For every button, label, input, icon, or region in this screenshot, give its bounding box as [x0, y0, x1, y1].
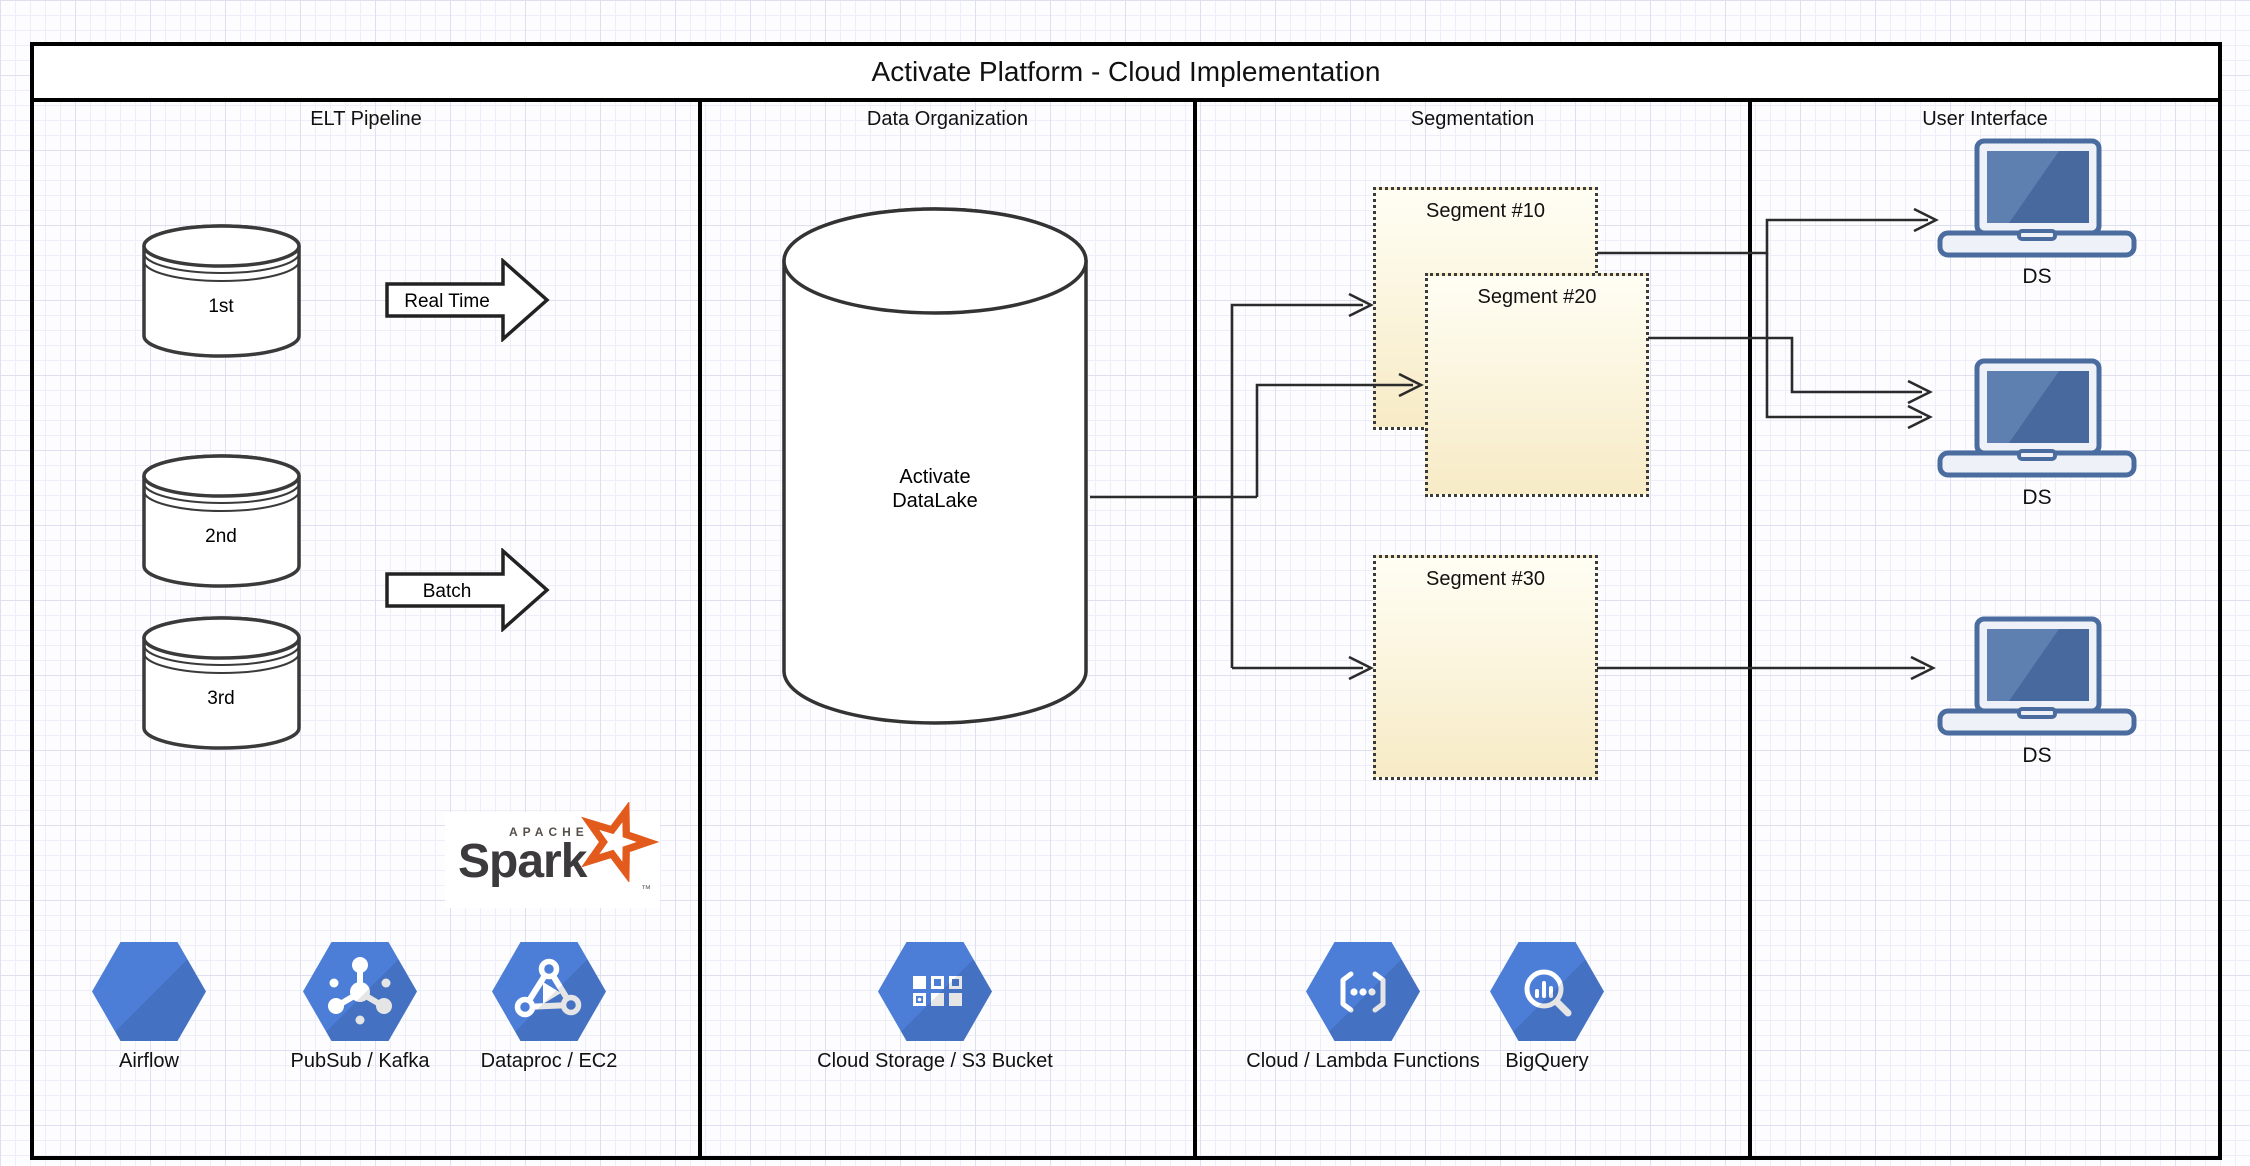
arrowhead-laptop-2-upper	[1907, 379, 1933, 405]
column-header-elt: ELT Pipeline	[310, 108, 422, 130]
database-cylinder-1: 1st	[142, 224, 301, 358]
airflow-hexagon	[92, 942, 206, 1041]
ds-label-2: DS	[2022, 486, 2052, 509]
datalake-label-line1: Activate	[899, 466, 970, 488]
database-cylinder-2: 2nd	[142, 454, 301, 588]
connector-to-segment-20	[1255, 383, 1413, 497]
column-divider-3	[1748, 102, 1752, 1160]
spark-star-icon	[580, 802, 659, 882]
connector-segment10-laptop1	[1597, 218, 1928, 255]
column-divider-2	[1193, 102, 1197, 1160]
diagram-title: Activate Platform - Cloud Implementation	[30, 42, 2222, 102]
column-divider-1	[698, 102, 702, 1160]
ds-label-1: DS	[2022, 265, 2052, 288]
laptop-ds-2	[1937, 358, 2137, 478]
segment-30-box: Segment #30	[1373, 555, 1598, 780]
pubsub-hexagon	[303, 942, 417, 1041]
spark-apache-text: APACHE	[509, 825, 589, 839]
cloud-storage-hexagon	[878, 942, 992, 1041]
page-title: Activate Platform - Cloud Implementation	[871, 56, 1381, 87]
arrowhead-segment-20	[1398, 372, 1424, 398]
dataproc-hexagon	[492, 942, 606, 1041]
bigquery-hexagon	[1490, 942, 1604, 1041]
column-header-data-org: Data Organization	[866, 108, 1029, 130]
arrowhead-laptop-3	[1910, 655, 1936, 681]
connector-segment20-laptop2	[1648, 336, 1922, 394]
column-header-ui: User Interface	[1922, 108, 2048, 130]
segment-20-box: Segment #20	[1425, 273, 1649, 497]
cloud-storage-label: Cloud Storage / S3 Bucket	[817, 1050, 1053, 1072]
cloud-functions-hexagon	[1306, 942, 1420, 1041]
column-header-segmentation: Segmentation	[1410, 108, 1535, 130]
database-label: 2nd	[205, 526, 237, 547]
spark-tm-text: ™	[641, 884, 651, 895]
arrowhead-segment-30	[1348, 655, 1374, 681]
real-time-label: Real Time	[404, 291, 490, 312]
connector-to-segment-10	[1230, 303, 1363, 668]
laptop-ds-3	[1937, 616, 2137, 736]
database-label: 1st	[208, 296, 234, 317]
ds-label-3: DS	[2022, 744, 2052, 767]
apache-spark-logo: APACHE Spark ™	[445, 802, 660, 908]
laptop-ds-1	[1937, 138, 2137, 258]
spark-name-text: Spark	[458, 835, 587, 888]
segment-30-label: Segment #30	[1426, 568, 1545, 590]
database-cylinder-3: 3rd	[142, 616, 301, 750]
batch-arrow: Batch	[385, 548, 550, 632]
batch-label: Batch	[423, 581, 472, 602]
segment-20-label: Segment #20	[1477, 286, 1597, 308]
segment-10-label: Segment #10	[1426, 200, 1545, 222]
cloud-functions-label: Cloud / Lambda Functions	[1246, 1050, 1480, 1072]
arrowhead-laptop-2-lower	[1907, 404, 1933, 430]
bigquery-label: BigQuery	[1505, 1050, 1589, 1072]
connector-segment10-laptop2	[1765, 253, 1922, 419]
arrowhead-segment-10	[1348, 292, 1374, 318]
datalake-label-line2: DataLake	[892, 490, 978, 512]
real-time-arrow: Real Time	[385, 258, 550, 342]
pubsub-label: PubSub / Kafka	[290, 1050, 430, 1072]
database-label: 3rd	[207, 688, 234, 709]
datalake-cylinder: Activate DataLake	[782, 207, 1088, 725]
airflow-label: Airflow	[118, 1050, 179, 1072]
arrowhead-laptop-1	[1913, 207, 1939, 233]
dataproc-label: Dataproc / EC2	[480, 1050, 618, 1072]
